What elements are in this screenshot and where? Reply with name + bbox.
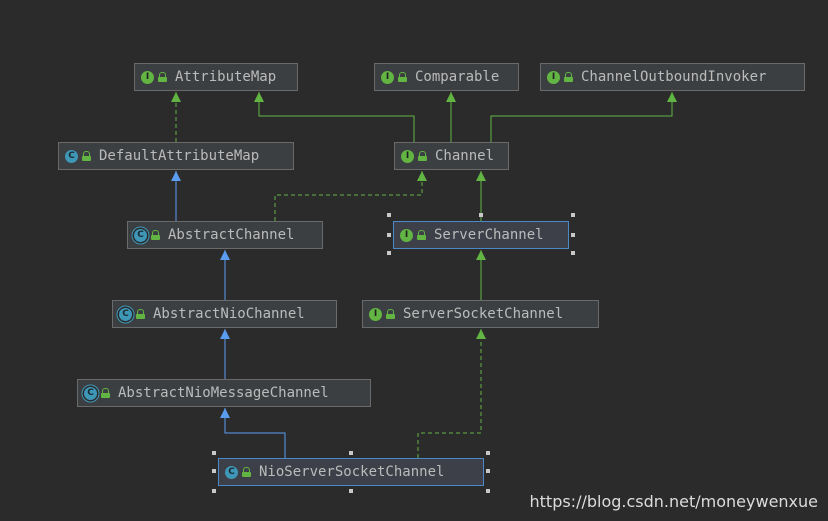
edge-channel-attributemap: [258, 92, 415, 142]
node-label: AbstractNioMessageChannel: [118, 385, 329, 401]
lock-icon: [398, 72, 407, 82]
lock-icon: [82, 151, 91, 161]
abstract-class-icon: C: [119, 307, 132, 321]
edge-nioserversocketchannel-abstractniomessagechannel-arrowhead: [220, 408, 230, 418]
node-label: Channel: [435, 148, 495, 164]
node-nio-server-socket-channel[interactable]: C NioServerSocketChannel: [218, 458, 484, 486]
node-channel-outbound-invoker[interactable]: I ChannelOutboundInvoker: [540, 63, 805, 91]
selection-handle[interactable]: [387, 251, 391, 255]
node-label: ServerSocketChannel: [403, 306, 564, 322]
selection-handle[interactable]: [571, 213, 575, 217]
node-label: Comparable: [415, 69, 500, 85]
watermark: https://blog.csdn.net/moneywenxue: [529, 492, 819, 511]
node-label: ChannelOutboundInvoker: [581, 69, 767, 85]
edge-channel-comparable-arrowhead: [446, 92, 456, 102]
edge-nioserversocketchannel-serversocketchannel-arrowhead: [476, 329, 486, 339]
selection-handle[interactable]: [349, 451, 353, 455]
edge-serverchannel-channel-arrowhead: [476, 171, 486, 181]
lock-icon: [101, 388, 110, 398]
inheritance-edges: [171, 92, 677, 458]
node-server-channel[interactable]: I ServerChannel: [393, 221, 569, 249]
edge-nioserversocketchannel-abstractniomessagechannel: [224, 408, 286, 458]
node-channel[interactable]: I Channel: [394, 142, 509, 170]
selection-handle[interactable]: [486, 469, 490, 473]
edge-abstractchannel-channel-arrowhead: [417, 171, 427, 181]
selection-handle[interactable]: [479, 213, 483, 217]
edge-abstractchannel-channel: [274, 171, 423, 221]
selection-handle[interactable]: [571, 251, 575, 255]
node-label: DefaultAttributeMap: [99, 148, 260, 164]
node-attribute-map[interactable]: I AttributeMap: [134, 63, 298, 91]
interface-icon: I: [400, 228, 413, 242]
node-label: ServerChannel: [434, 227, 544, 243]
abstract-class-icon: C: [84, 386, 97, 400]
node-abstract-channel[interactable]: C AbstractChannel: [127, 221, 323, 249]
class-icon: C: [225, 465, 238, 479]
node-label: AttributeMap: [175, 69, 277, 85]
edge-abstractchannel-defaultattributemap-arrowhead: [171, 171, 181, 181]
node-label: AbstractChannel: [168, 227, 295, 243]
edge-abstractniomessagechannel-abstractniochannel-arrowhead: [220, 329, 230, 339]
interface-icon: I: [369, 307, 382, 321]
selection-handle[interactable]: [571, 233, 575, 237]
interface-icon: I: [381, 70, 394, 84]
class-icon: C: [65, 149, 78, 163]
selection-handle[interactable]: [349, 489, 353, 493]
edge-defaultattributemap-attributemap-arrowhead: [171, 92, 181, 102]
interface-icon: I: [547, 70, 560, 84]
edge-channel-attributemap-arrowhead: [254, 92, 264, 102]
lock-icon: [136, 309, 145, 319]
edge-channel-channeloutboundinvoker-arrowhead: [667, 92, 677, 102]
node-abstract-nio-message-channel[interactable]: C AbstractNioMessageChannel: [77, 379, 371, 407]
lock-icon: [386, 309, 395, 319]
lock-icon: [564, 72, 573, 82]
lock-icon: [417, 230, 426, 240]
selection-handle[interactable]: [486, 489, 490, 493]
node-default-attribute-map[interactable]: C DefaultAttributeMap: [58, 142, 294, 170]
node-label: NioServerSocketChannel: [259, 464, 445, 480]
edge-abstractniochannel-abstractchannel-arrowhead: [220, 250, 230, 260]
edge-nioserversocketchannel-serversocketchannel: [417, 329, 482, 458]
edge-serversocketchannel-serverchannel-arrowhead: [476, 250, 486, 260]
lock-icon: [418, 151, 427, 161]
lock-icon: [151, 230, 160, 240]
selection-handle[interactable]: [387, 233, 391, 237]
selection-handle[interactable]: [212, 469, 216, 473]
node-server-socket-channel[interactable]: I ServerSocketChannel: [362, 300, 599, 328]
selection-handle[interactable]: [212, 451, 216, 455]
lock-icon: [242, 467, 251, 477]
abstract-class-icon: C: [134, 228, 147, 242]
lock-icon: [158, 72, 167, 82]
interface-icon: I: [141, 70, 154, 84]
edge-channel-channeloutboundinvoker: [490, 92, 673, 142]
node-abstract-nio-channel[interactable]: C AbstractNioChannel: [112, 300, 337, 328]
selection-handle[interactable]: [486, 451, 490, 455]
node-comparable[interactable]: I Comparable: [374, 63, 519, 91]
node-label: AbstractNioChannel: [153, 306, 305, 322]
selection-handle[interactable]: [387, 213, 391, 217]
selection-handle[interactable]: [212, 489, 216, 493]
interface-icon: I: [401, 149, 414, 163]
